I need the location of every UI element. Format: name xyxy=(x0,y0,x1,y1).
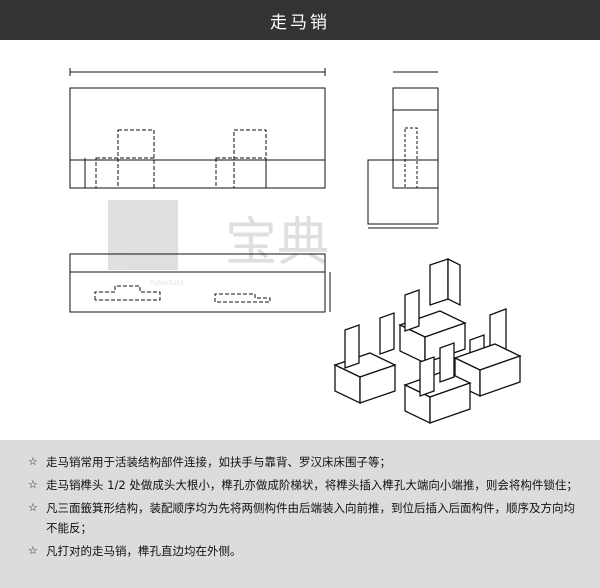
watermark-seal-icon xyxy=(108,200,178,270)
front-view xyxy=(69,68,326,189)
note-text: 凡三面籤箕形结构，装配顺序均为先将两侧构件由后端装入向前推，到位后插入后面构件，… xyxy=(46,501,575,535)
star-icon: ☆ xyxy=(28,478,38,491)
note-text: 凡打对的走马销，榫孔直边均在外侧。 xyxy=(46,544,242,558)
star-icon: ☆ xyxy=(28,455,38,468)
note-item: ☆ 凡打对的走马销，榫孔直边均在外侧。 xyxy=(28,541,580,561)
notes-panel: ☆ 走马销常用于活装结构部件连接，如扶手与靠背、罗汉床床围子等； ☆ 走马销榫头… xyxy=(0,440,600,588)
side-view xyxy=(367,71,439,229)
note-text: 走马销常用于活装结构部件连接，如扶手与靠背、罗汉床床围子等； xyxy=(46,455,391,469)
note-item: ☆ 走马销常用于活装结构部件连接，如扶手与靠背、罗汉床床围子等； xyxy=(28,452,580,472)
page-title: 走马销 xyxy=(270,12,330,33)
technical-drawing: 宝典 FURNITURE xyxy=(0,40,600,440)
title-bar: 走马销 xyxy=(0,0,600,40)
note-item: ☆ 凡三面籤箕形结构，装配顺序均为先将两侧构件由后端装入向前推，到位后插入后面构… xyxy=(28,498,580,538)
watermark-sub: FURNITURE xyxy=(150,280,184,287)
watermark-logo: 宝典 FURNITURE xyxy=(108,200,329,287)
top-view xyxy=(69,253,331,313)
star-icon: ☆ xyxy=(28,544,38,557)
note-text: 走马销榫头 1/2 处做成头大根小，榫孔亦做成阶梯状，将榫头插入榫孔大端向小端推… xyxy=(46,478,578,492)
watermark-brand: 宝典 xyxy=(225,213,329,273)
drawing-svg: 宝典 FURNITURE xyxy=(69,68,522,425)
star-icon: ☆ xyxy=(28,501,38,514)
isometric-blocks xyxy=(333,257,522,425)
note-item: ☆ 走马销榫头 1/2 处做成头大根小，榫孔亦做成阶梯状，将榫头插入榫孔大端向小… xyxy=(28,475,580,495)
